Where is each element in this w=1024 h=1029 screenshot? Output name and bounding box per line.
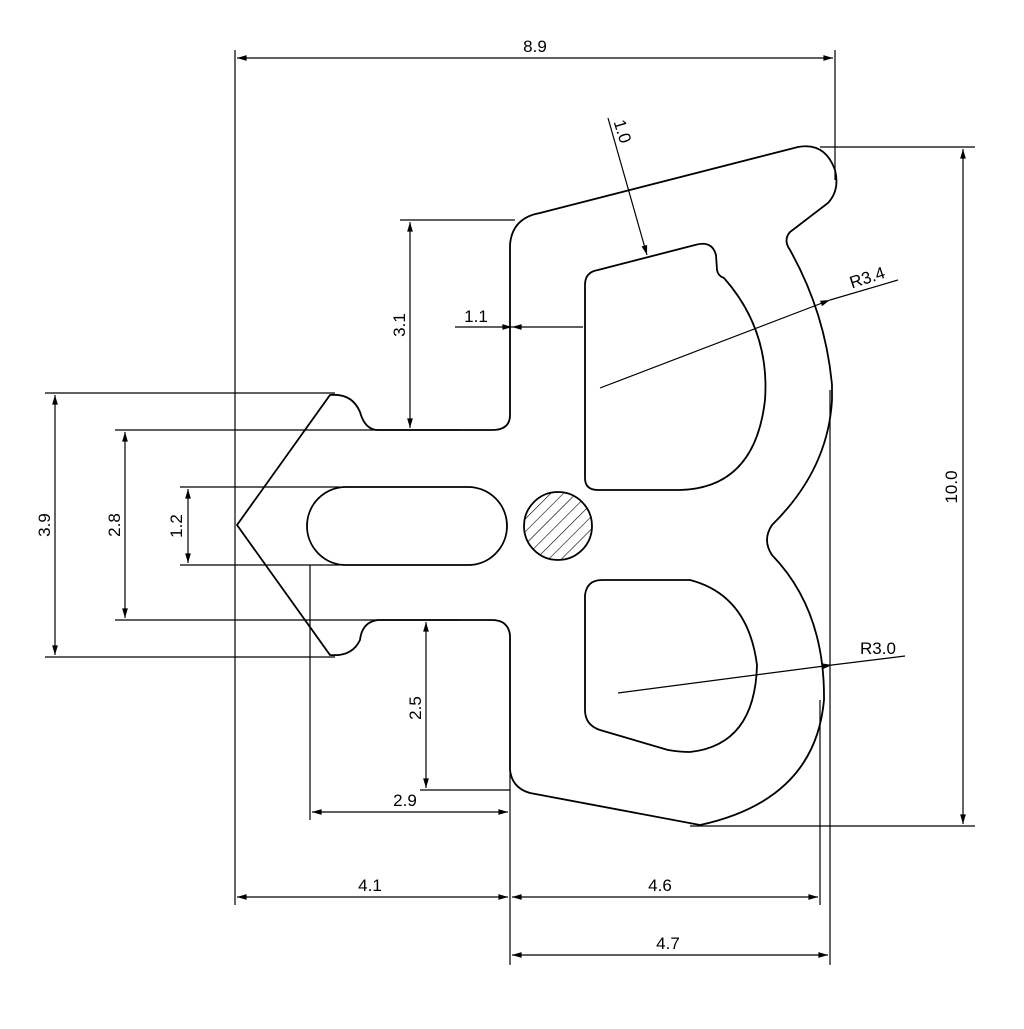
dim-lower-stem: 2.5: [406, 696, 425, 720]
lower-hole: [584, 579, 758, 753]
dim-upper-wall: 1.1: [464, 307, 488, 326]
dim-upper-radius: R3.4: [847, 263, 887, 292]
upper-hole: [584, 242, 767, 491]
dim-outer-fin-height: 3.9: [35, 513, 54, 537]
slot: [306, 486, 508, 566]
hatched-core: [523, 491, 593, 561]
dim-right-width-b: 4.7: [656, 934, 680, 953]
dimension-lines: [52, 55, 966, 958]
dim-upper-stem: 3.1: [390, 313, 409, 337]
dim-slot-height: 1.2: [167, 514, 186, 538]
dim-overall-width: 8.9: [523, 37, 547, 56]
dim-inner-fin-height: 2.8: [105, 513, 124, 537]
dim-left-width: 4.1: [358, 876, 382, 895]
dim-lower-radius: R3.0: [860, 639, 896, 658]
dim-overall-height: 10.0: [942, 470, 961, 503]
extension-lines: [45, 50, 975, 965]
profile-outline: [235, 145, 838, 826]
dim-right-width-a: 4.6: [648, 876, 672, 895]
dim-slot-length: 2.9: [393, 791, 417, 810]
dim-top-thickness: 1.0: [610, 117, 635, 145]
